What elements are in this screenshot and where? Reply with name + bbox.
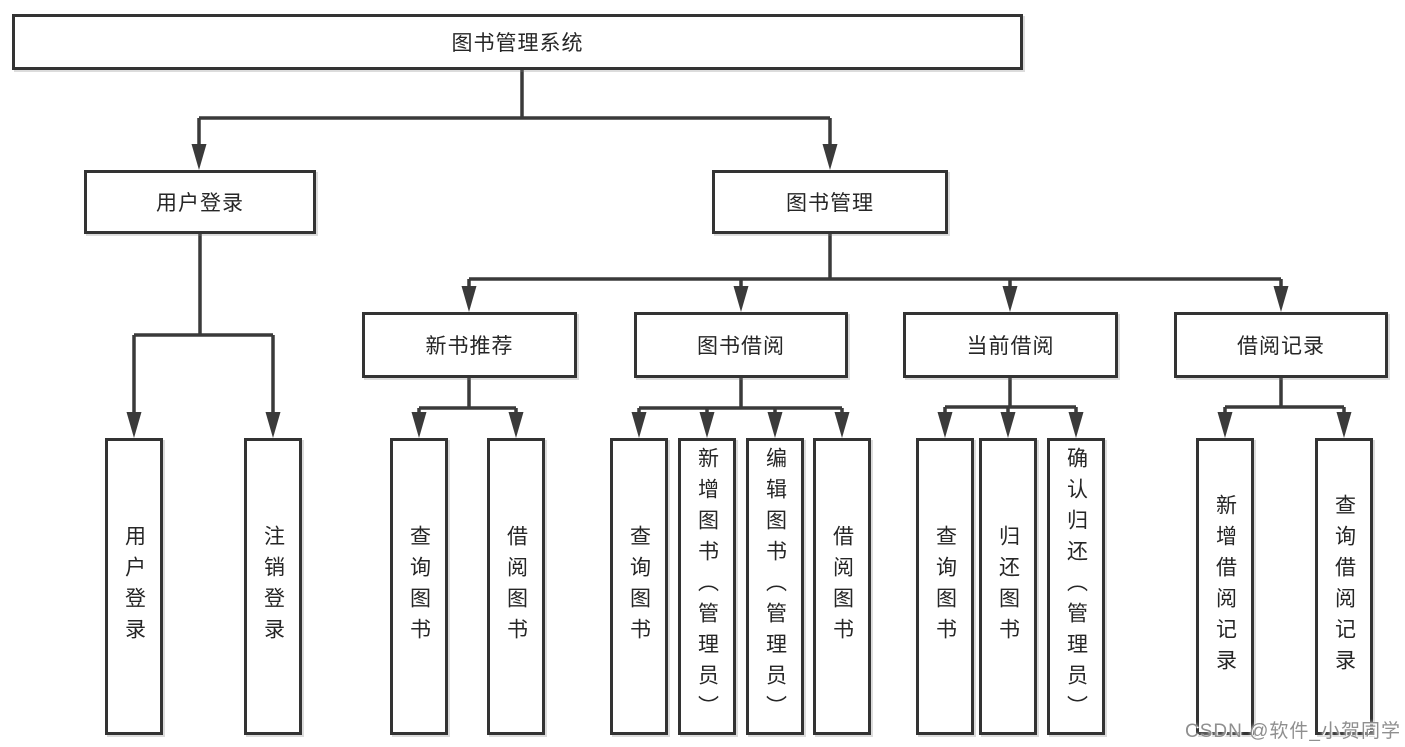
connector-book-mgmt-branch xyxy=(467,234,1283,290)
node-label: 查询图书 xyxy=(407,524,431,649)
connector-borrow-records-branch xyxy=(1223,378,1346,416)
node-leaf-borrowing-borrow-books: 借阅图书 xyxy=(813,438,871,735)
node-label: 查询借阅记录 xyxy=(1332,493,1356,680)
node-borrow-records: 借阅记录 xyxy=(1174,312,1388,378)
node-leaf-query-borrow-record: 查询借阅记录 xyxy=(1315,438,1373,735)
node-label: 查询图书 xyxy=(627,524,651,649)
connector-current-borrow-branch xyxy=(943,378,1078,416)
node-leaf-current-query-books: 查询图书 xyxy=(916,438,974,735)
node-leaf-recommend-borrow-books: 借阅图书 xyxy=(487,438,545,735)
arrowheads-book-borrow-branch xyxy=(631,412,850,438)
node-new-book-recommend: 新书推荐 xyxy=(362,312,577,378)
node-label: 图书管理 xyxy=(786,192,874,215)
connector-user-login-branch xyxy=(132,234,275,416)
node-label: 图书借阅 xyxy=(697,335,785,358)
arrowheads-book-mgmt-branch xyxy=(461,286,1289,312)
node-label: 当前借阅 xyxy=(966,335,1055,358)
node-user-login: 用户登录 xyxy=(84,170,316,234)
node-leaf-edit-books-admin: 编辑图书（管理员） xyxy=(746,438,804,735)
node-label: 新书推荐 xyxy=(425,335,514,358)
arrowheads-level2 xyxy=(191,144,838,170)
node-label: 借阅记录 xyxy=(1237,335,1325,358)
node-label: 新增图书（管理员） xyxy=(695,447,719,726)
node-current-borrowing: 当前借阅 xyxy=(903,312,1118,378)
node-book-borrowing: 图书借阅 xyxy=(634,312,848,378)
node-leaf-add-borrow-record: 新增借阅记录 xyxy=(1196,438,1254,735)
node-label: 确认归还（管理员） xyxy=(1064,447,1088,726)
node-leaf-logout: 注销登录 xyxy=(244,438,302,735)
csdn-watermark: CSDN @软件_小贺同学 xyxy=(1185,721,1401,742)
node-leaf-return-books: 归还图书 xyxy=(979,438,1037,735)
node-leaf-confirm-return-admin: 确认归还（管理员） xyxy=(1047,438,1105,735)
node-label: 查询图书 xyxy=(933,524,957,649)
arrowheads-new-book-branch xyxy=(411,412,524,438)
node-label: 用户登录 xyxy=(156,192,244,215)
connector-book-borrow-branch xyxy=(637,378,844,416)
node-label: 注销登录 xyxy=(261,524,285,649)
arrowheads-user-login-branch xyxy=(126,412,281,438)
node-leaf-add-books-admin: 新增图书（管理员） xyxy=(678,438,736,735)
node-label: 图书管理系统 xyxy=(451,32,584,55)
arrowheads-borrow-records-branch xyxy=(1217,412,1352,438)
node-label: 用户登录 xyxy=(122,524,146,649)
node-label: 归还图书 xyxy=(996,524,1020,649)
node-leaf-recommend-query-books: 查询图书 xyxy=(390,438,448,735)
node-leaf-user-login: 用户登录 xyxy=(105,438,163,735)
connector-root-to-level2 xyxy=(197,70,832,148)
node-label: 借阅图书 xyxy=(504,524,528,649)
node-book-management: 图书管理 xyxy=(712,170,948,234)
node-root-system: 图书管理系统 xyxy=(12,14,1023,70)
node-label: 编辑图书（管理员） xyxy=(763,447,787,726)
connector-new-book-branch xyxy=(417,378,518,416)
node-label: 借阅图书 xyxy=(830,524,854,649)
arrowheads-current-borrow-branch xyxy=(937,412,1084,438)
node-leaf-borrowing-query-books: 查询图书 xyxy=(610,438,668,735)
node-label: 新增借阅记录 xyxy=(1213,493,1237,680)
